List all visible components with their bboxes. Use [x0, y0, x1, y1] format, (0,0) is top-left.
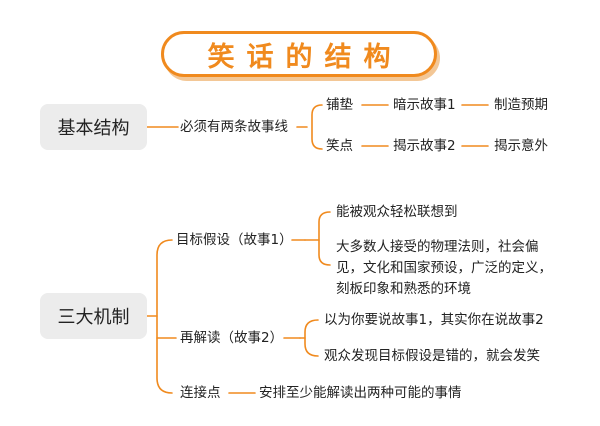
line2-result: 揭示意外: [494, 138, 548, 154]
line1-label: 铺垫: [326, 97, 353, 113]
root-node-three-mechanisms: 三大机制: [40, 293, 147, 339]
branch-node-two-storylines: 必须有两条故事线: [180, 119, 288, 135]
item1-label: 目标假设（故事1）: [176, 232, 293, 248]
connector-item2-children: [304, 319, 319, 357]
root-node-basic-structure: 基本结构: [40, 104, 147, 150]
line1-result: 制造预期: [494, 97, 548, 113]
item3-label: 连接点: [180, 385, 221, 401]
connector-trunk: [156, 239, 173, 394]
root-node-label: 三大机制: [57, 307, 130, 328]
title-banner: 笑话的结构: [161, 31, 437, 77]
item2-child2: 观众发现目标假设是错的，就会发笑: [324, 348, 540, 364]
item1-child1: 能被观众轻松联想到: [336, 204, 458, 220]
item1-child2: 大多数人接受的物理法则，社会偏见，文化和国家预设，广泛的定义，刻板印象和熟悉的环…: [336, 239, 552, 297]
line1-story: 暗示故事1: [393, 97, 456, 113]
root-node-label: 基本结构: [57, 118, 130, 139]
item2-label: 再解读（故事2）: [180, 330, 284, 346]
line2-label: 笑点: [326, 138, 353, 154]
item2-child1: 以为你要说故事1，其实你在说故事2: [324, 312, 544, 328]
connector-item1-children: [318, 211, 331, 266]
page-title: 笑话的结构: [207, 41, 403, 73]
item3-child1: 安排至少能解读出两种可能的事情: [259, 385, 462, 401]
line2-story: 揭示故事2: [393, 138, 456, 154]
connector-split-lines: [311, 104, 323, 150]
